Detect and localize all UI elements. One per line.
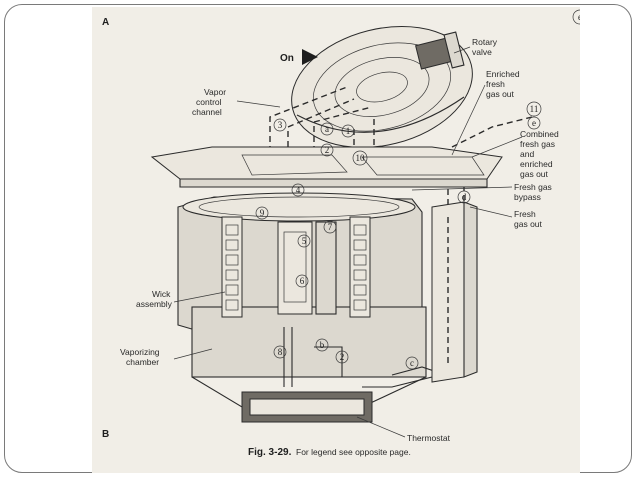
vaporizer-diagram: A B e On: [102, 9, 580, 458]
label-enriched-1: Enriched: [486, 69, 520, 79]
marker-7: 7: [328, 222, 333, 232]
label-combined-3: and: [520, 149, 534, 159]
label-rotary-valve-1: Rotary: [472, 37, 498, 47]
marker-2: 2: [325, 145, 330, 155]
wick-assembly: [221, 216, 371, 318]
marker-2b: 2: [340, 352, 345, 362]
label-wick-1: Wick: [152, 289, 171, 299]
marker-10: 10: [356, 153, 366, 163]
label-combined-4: enriched: [520, 159, 553, 169]
marker-11: 11: [530, 104, 539, 114]
marker-4: 4: [296, 185, 301, 195]
figure-caption: Fig. 3-29. For legend see opposite page.: [248, 447, 411, 458]
label-vapor-control-2: control: [196, 97, 222, 107]
label-vaporizing-2: chamber: [126, 357, 159, 367]
label-fresh-out-1: Fresh: [514, 209, 536, 219]
on-pointer-icon: [302, 49, 318, 65]
marker-c: c: [410, 358, 414, 368]
callout-labels: Rotary valve Vapor control channel Enric…: [120, 37, 559, 443]
panel-letter-a: A: [102, 17, 109, 28]
panel-letter-b: B: [102, 429, 109, 440]
label-vapor-control-1: Vapor: [204, 87, 226, 97]
label-enriched-3: gas out: [486, 89, 515, 99]
label-vapor-control-3: channel: [192, 107, 222, 117]
flow-markers: 3 a 1 2 10 4 9 7 5 6 8 b 2 c d 11 e: [255, 101, 542, 370]
rotary-valve: [291, 25, 473, 149]
marker-b: b: [320, 340, 325, 350]
manifold-plate: [150, 146, 503, 188]
marker-9: 9: [260, 208, 265, 218]
label-vaporizing-1: Vaporizing: [120, 347, 160, 357]
label-bypass-1: Fresh gas: [514, 182, 552, 192]
marker-8: 8: [278, 347, 283, 357]
label-wick-2: assembly: [136, 299, 173, 309]
fresh-gas-column: [362, 201, 478, 388]
leader-lines: [173, 46, 523, 438]
marker-5: 5: [302, 236, 307, 246]
label-combined-1: Combined: [520, 129, 559, 139]
label-thermostat: Thermostat: [407, 433, 451, 443]
marker-6: 6: [300, 276, 305, 286]
on-label: On: [280, 53, 294, 64]
marker-3: 3: [278, 120, 283, 130]
label-enriched-2: fresh: [486, 79, 505, 89]
caption-text: For legend see opposite page.: [296, 447, 411, 457]
label-bypass-2: bypass: [514, 192, 541, 202]
marker-a: a: [325, 124, 329, 134]
corner-mark: e: [578, 12, 580, 22]
label-combined-2: fresh gas: [520, 139, 555, 149]
label-fresh-out-2: gas out: [514, 219, 543, 229]
marker-e: e: [532, 118, 536, 128]
caption-figure-number: Fig. 3-29.: [248, 447, 292, 458]
label-combined-5: gas out: [520, 169, 549, 179]
label-rotary-valve-2: valve: [472, 47, 492, 57]
marker-1: 1: [346, 126, 351, 136]
corner-mark-circle: [572, 9, 580, 25]
marker-d: d: [462, 192, 467, 202]
